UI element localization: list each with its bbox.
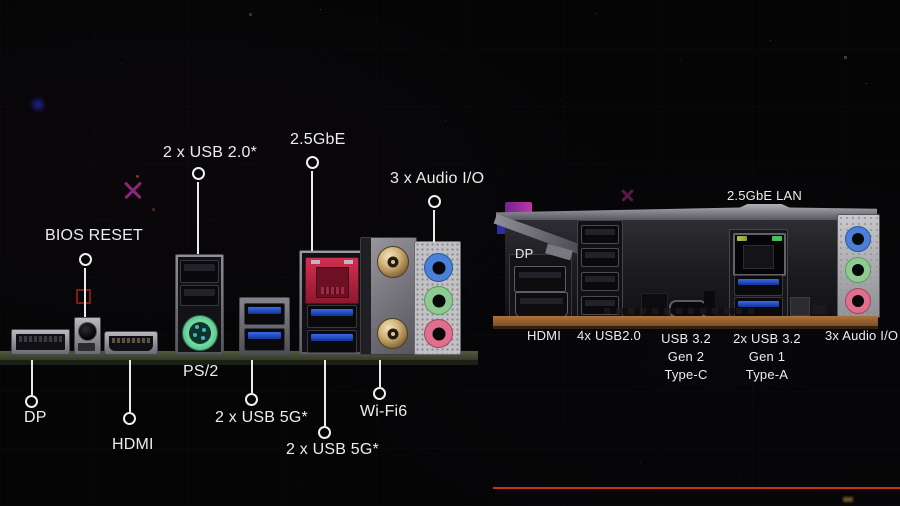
callout-label-usb20: 4x USB2.0 — [577, 328, 641, 343]
glitch-smudge — [843, 497, 853, 502]
usb2-tower — [577, 220, 623, 318]
wifi-antenna-connector — [377, 246, 409, 278]
callout-label-lan: 2.5GbE — [290, 131, 346, 148]
wifi-antenna-connector — [377, 318, 408, 349]
glitch-dot — [152, 208, 155, 211]
audio-jack-line-out — [845, 257, 871, 283]
callout-label-bios-reset: BIOS RESET — [45, 227, 144, 244]
usb2-port — [581, 225, 619, 244]
callout-line — [197, 182, 199, 254]
usb2-port — [581, 272, 619, 291]
lan-port-2.5gbe — [305, 257, 359, 304]
video-progress-bar[interactable] — [493, 487, 900, 489]
usb5g-port — [244, 328, 285, 351]
callout-ring — [306, 156, 319, 169]
glitch-square-icon — [76, 289, 91, 304]
pcb-edge-shadow — [0, 360, 478, 365]
callout-ring — [245, 393, 258, 406]
usb5g-port — [307, 330, 357, 353]
dp-hdmi-tower — [509, 243, 573, 319]
callout-label-audio: 3x Audio I/O — [825, 328, 899, 343]
callout-label-wifi: Wi-Fi6 — [360, 403, 408, 420]
callout-label-dp: DP — [515, 246, 534, 261]
callout-label-hdmi: HDMI — [112, 436, 154, 453]
noise-specks — [0, 0, 1, 1]
audio-jack-bracket — [837, 214, 880, 318]
usb2-ps2-tower — [175, 254, 224, 355]
callout-label-usbc: USB 3.2 Gen 2 Type-C — [661, 331, 711, 382]
callout-label-hdmi: HDMI — [527, 328, 562, 343]
usb2-port — [180, 285, 219, 306]
audio-jack-line-in — [424, 253, 453, 282]
callout-ring — [25, 395, 38, 408]
displayport-port — [514, 266, 566, 292]
callout-label-usb5g-lower: 2 x USB 5G* — [286, 441, 379, 458]
callout-line — [251, 360, 253, 393]
callout-label-usba: 2x USB 3.2 Gen 1 Type-A — [733, 331, 801, 382]
board-component — [604, 308, 754, 314]
glitch-blob — [28, 97, 48, 112]
callout-ring — [428, 195, 441, 208]
usb3-port — [734, 275, 783, 296]
glitch-blob — [505, 202, 532, 213]
callout-line — [379, 360, 381, 387]
glitch-x-icon — [620, 186, 635, 201]
wifi-antenna-plate — [360, 237, 417, 355]
audio-jack-mic-in — [845, 288, 871, 314]
audio-jack-line-in — [845, 226, 871, 252]
board-component — [790, 297, 810, 316]
callout-label-dp: DP — [24, 409, 47, 426]
callout-label-usb20: 2 x USB 2.0* — [163, 144, 258, 161]
lan-usb-tower — [729, 229, 788, 319]
callout-line — [433, 210, 435, 242]
callout-line — [129, 360, 131, 412]
io-shroud — [496, 204, 877, 220]
usb5g-port — [244, 303, 285, 325]
usb2-port — [581, 248, 619, 267]
callout-ring — [123, 412, 136, 425]
pcb-edge — [0, 351, 478, 360]
glitch-dot — [136, 175, 139, 178]
hdmi-port — [104, 331, 158, 355]
callout-ring — [79, 253, 92, 266]
glitch-x-icon — [122, 178, 144, 200]
audio-jack-line-out — [424, 286, 453, 315]
callout-line — [324, 360, 326, 426]
callout-ring — [373, 387, 386, 400]
displayport-port — [11, 329, 70, 355]
callout-label-audio: 3 x Audio I/O — [390, 170, 485, 187]
usb5g-tower — [239, 297, 290, 355]
pcb-edge — [493, 316, 878, 326]
callout-ring — [318, 426, 331, 439]
callout-label-ps2: PS/2 — [183, 363, 219, 380]
ps2-port — [182, 315, 218, 351]
lan-usb-tower — [299, 250, 364, 355]
bios-reset-button — [74, 317, 101, 355]
hdmi-port — [515, 292, 568, 318]
lan-port-2.5gbe — [733, 233, 786, 276]
lan-led — [737, 236, 747, 241]
usb2-port — [180, 260, 219, 283]
callout-ring — [192, 167, 205, 180]
callout-label-lan: 2.5GbE LAN — [727, 188, 802, 203]
usb5g-port — [307, 305, 357, 328]
callout-line — [84, 268, 86, 317]
audio-jack-bracket — [414, 241, 461, 355]
pcb-edge-shadow — [493, 326, 878, 329]
callout-line — [31, 360, 33, 395]
board-component — [812, 305, 826, 314]
lan-led — [772, 236, 782, 241]
callout-line — [311, 171, 313, 251]
callout-label-usb5g-upper: 2 x USB 5G* — [215, 409, 308, 426]
board-component — [704, 291, 715, 315]
audio-jack-mic-in — [424, 319, 453, 348]
